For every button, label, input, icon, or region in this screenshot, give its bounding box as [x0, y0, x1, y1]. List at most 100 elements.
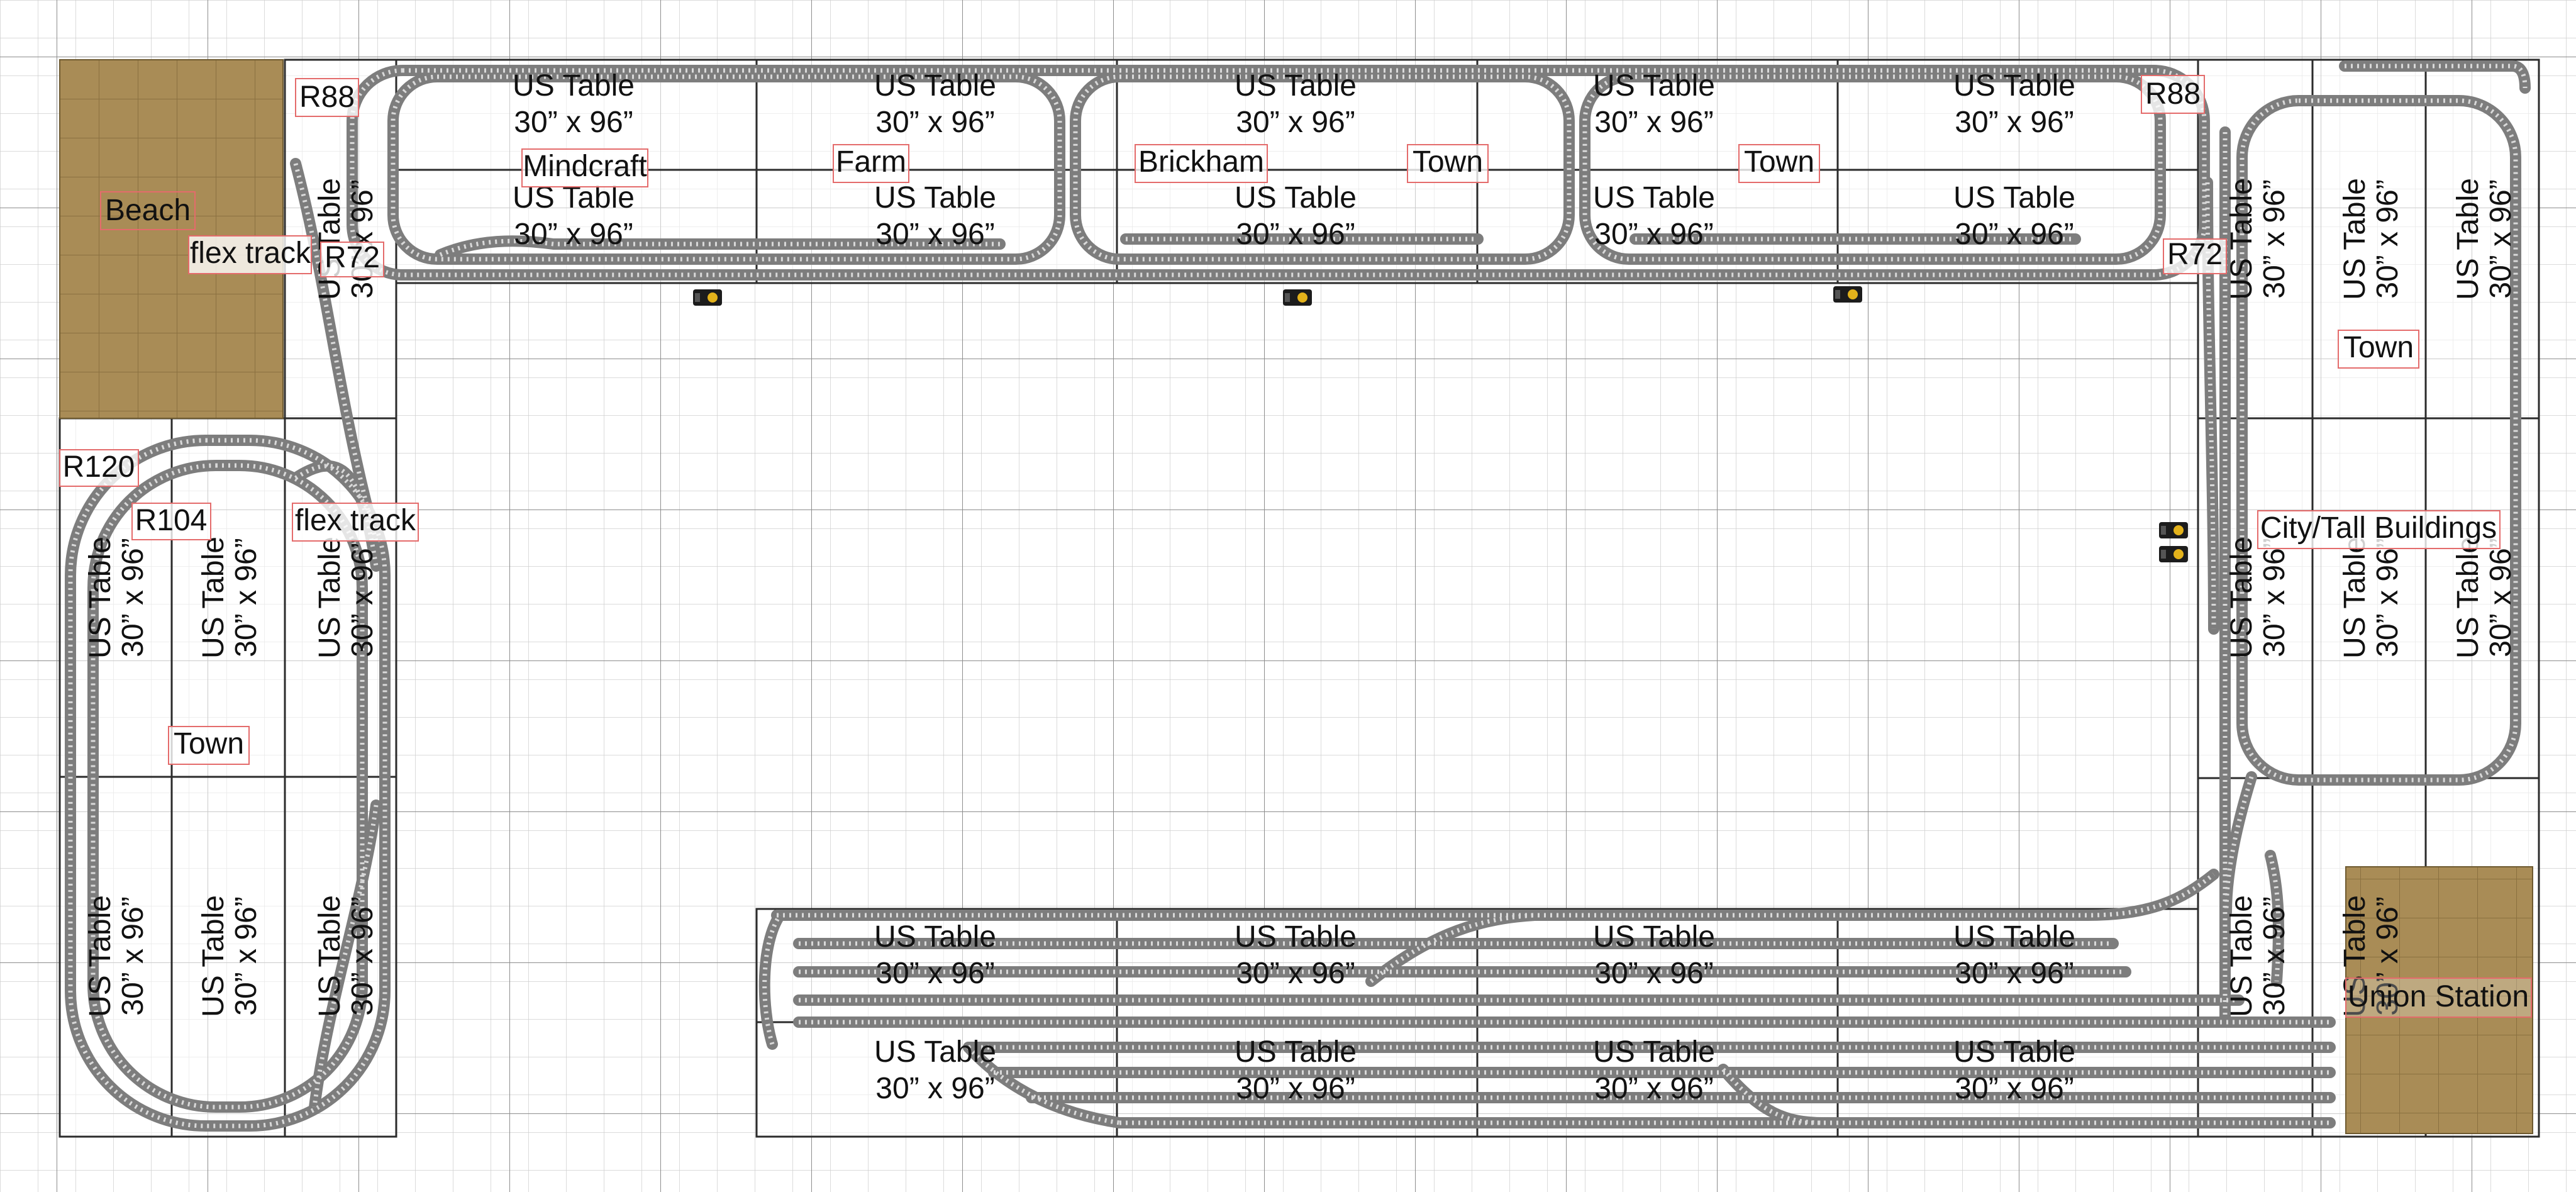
svg-text:Town: Town: [1413, 145, 1483, 179]
table-name: US Table: [313, 178, 347, 300]
table-size: 30” x 96”: [875, 957, 994, 990]
track-ties: [68, 64, 2528, 1128]
table-name: US Table: [2225, 895, 2258, 1017]
table-name: US Table: [2338, 178, 2372, 300]
table-name: US Table: [2225, 178, 2258, 300]
table-name: US Table: [1953, 1035, 2075, 1069]
r88-label: R88: [295, 78, 359, 117]
signal-icon: [2159, 546, 2188, 562]
table-size: 30” x 96”: [2484, 179, 2518, 298]
table-name: US Table: [1953, 920, 2075, 954]
svg-text:flex track: flex track: [190, 237, 311, 270]
table-size: 30” x 96”: [1955, 1072, 2074, 1105]
r120-label: R120: [59, 449, 139, 487]
union-station-label: Union Station: [2345, 978, 2532, 1018]
svg-text:R72: R72: [325, 241, 380, 274]
town-label: Town: [168, 726, 250, 765]
table-name: US Table: [2338, 537, 2372, 659]
brickham-label: Brickham: [1135, 144, 1268, 183]
svg-text:Union Station: Union Station: [2348, 980, 2529, 1013]
table-size: 30” x 96”: [2258, 896, 2291, 1015]
table-name: US Table: [1235, 181, 1357, 214]
svg-text:Mindcraft: Mindcraft: [523, 150, 647, 183]
svg-text:Beach: Beach: [105, 194, 191, 227]
table-size: 30” x 96”: [1594, 218, 1713, 251]
table-size: 30” x 96”: [1955, 218, 2074, 251]
table-name: US Table: [2225, 537, 2258, 659]
town-label: Town: [1407, 144, 1489, 183]
r88-label: R88: [2141, 75, 2205, 114]
table-name: US Table: [2451, 537, 2485, 659]
table-size: 30” x 96”: [2371, 179, 2404, 298]
table-size: 30” x 96”: [346, 538, 379, 657]
table-size: 30” x 96”: [1594, 1072, 1713, 1105]
table-size: 30” x 96”: [346, 896, 379, 1015]
signal-icon: [2159, 522, 2188, 538]
union-station-area: [2345, 866, 2533, 1134]
table-name: US Table: [874, 69, 996, 103]
table-size: 30” x 96”: [1955, 957, 2074, 990]
table-name: US Table: [1235, 1035, 1357, 1069]
table-size: 30” x 96”: [875, 218, 994, 251]
farm-label: Farm: [833, 144, 909, 183]
table-name: US Table: [197, 537, 230, 659]
table-size: 30” x 96”: [875, 1072, 994, 1105]
table-name: US Table: [1953, 181, 2075, 214]
table-size: 30” x 96”: [2258, 179, 2291, 298]
svg-text:R88: R88: [299, 81, 355, 114]
svg-text:City/Tall Buildings: City/Tall Buildings: [2260, 511, 2497, 545]
svg-text:Town: Town: [2343, 331, 2414, 364]
beach-label: Beach: [100, 191, 196, 230]
table-size: 30” x 96”: [514, 218, 633, 251]
table-name: US Table: [1593, 69, 1715, 103]
r104-label: R104: [131, 503, 211, 540]
table-name: US Table: [1953, 69, 2075, 103]
city-label: City/Tall Buildings: [2257, 510, 2501, 549]
table-name: US Table: [1235, 920, 1357, 954]
svg-text:R120: R120: [63, 450, 135, 484]
table-name: US Table: [84, 895, 117, 1017]
table-name: US Table: [2451, 178, 2485, 300]
svg-text:flex track: flex track: [295, 504, 416, 537]
table-size: 30” x 96”: [1594, 106, 1713, 139]
svg-text:Town: Town: [1744, 145, 1814, 179]
table-size: 30” x 96”: [875, 106, 994, 139]
table-name: US Table: [874, 920, 996, 954]
table-name: US Table: [313, 895, 347, 1017]
table-name: US Table: [84, 537, 117, 659]
svg-text:Farm: Farm: [836, 145, 906, 179]
table-size: 30” x 96”: [1236, 106, 1355, 139]
track-network: [65, 60, 2531, 1132]
table-name: US Table: [874, 1035, 996, 1069]
signal-icon: [1833, 286, 1862, 303]
town-label: Town: [1738, 144, 1820, 183]
mindcraft-label: Mindcraft: [521, 148, 648, 187]
table-size: 30” x 96”: [1594, 957, 1713, 990]
table-name: US Table: [313, 537, 347, 659]
svg-text:R104: R104: [135, 504, 208, 537]
table-size: 30” x 96”: [230, 896, 263, 1015]
table-size: 30” x 96”: [514, 106, 633, 139]
svg-text:R88: R88: [2145, 77, 2201, 111]
svg-text:Brickham: Brickham: [1138, 145, 1264, 179]
signal-icon: [1283, 289, 1312, 306]
signal-icon: [693, 289, 722, 306]
flex-track-label: flex track: [188, 235, 312, 274]
table-size: 30” x 96”: [2371, 538, 2404, 657]
table-size: 30” x 96”: [346, 179, 379, 298]
table-name: US Table: [513, 69, 635, 103]
table-size: 30” x 96”: [116, 896, 150, 1015]
table-name: US Table: [1235, 69, 1357, 103]
table-name: US Table: [874, 181, 996, 214]
r72-label: R72: [320, 241, 384, 277]
table-size: 30” x 96”: [230, 538, 263, 657]
table-size: 30” x 96”: [1236, 957, 1355, 990]
table-name: US Table: [197, 895, 230, 1017]
flex-track-label: flex track: [292, 503, 419, 542]
svg-text:R72: R72: [2167, 238, 2223, 271]
table-size: 30” x 96”: [2371, 896, 2404, 1015]
table-size: 30” x 96”: [2258, 538, 2291, 657]
